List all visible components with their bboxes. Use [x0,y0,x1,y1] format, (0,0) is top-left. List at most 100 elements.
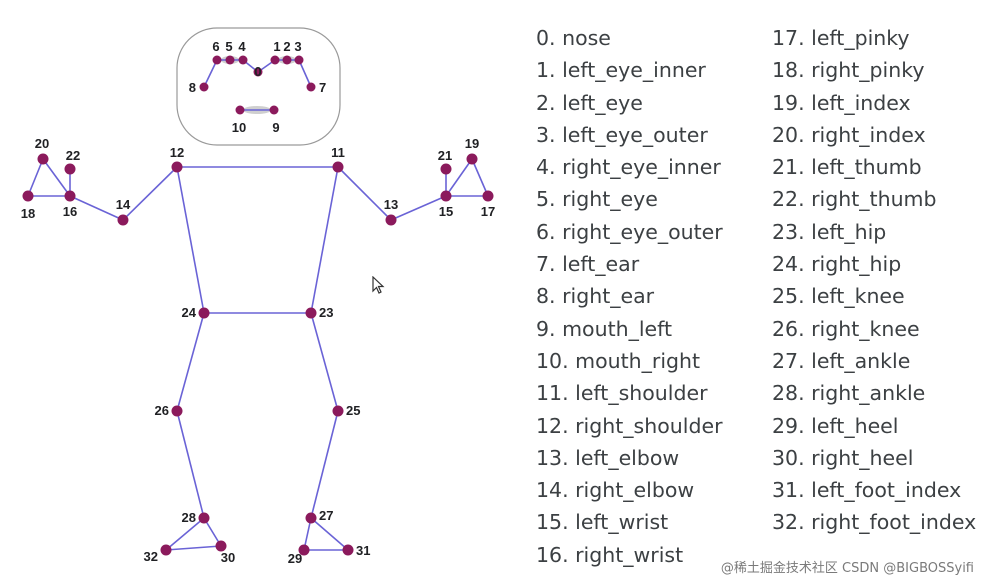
landmark-item: 17. left_pinky [772,26,910,50]
bone-connection [203,59,218,88]
keypoint-13 [385,214,397,226]
keypoint-19 [466,153,478,165]
keypoint-25 [332,405,344,417]
keypoint-label: 20 [35,136,49,151]
keypoint-label: 27 [319,508,333,523]
landmark-item: 2. left_eye [536,90,643,115]
keypoint-label: 23 [319,305,333,320]
keypoint-label: 5 [225,39,232,54]
keypoint-label: 22 [66,148,80,163]
landmark-item: 22. right_thumb [772,187,937,212]
watermark: @稀土掘金技术社区 CSDN @BIGBOSSyifi [720,561,974,576]
keypoint-8 [199,82,209,92]
keypoint-15 [440,190,452,202]
keypoint-4 [238,55,248,65]
keypoint-31 [342,544,354,556]
landmark-item: 8. right_ear [536,284,655,309]
keypoint-3 [294,55,304,65]
keypoint-label: 2 [283,39,290,54]
keypoint-0 [253,67,263,77]
keypoint-label: 28 [182,510,196,525]
keypoint-label: 8 [189,80,196,95]
keypoint-21 [440,163,452,175]
keypoint-11 [332,161,344,173]
bone-connection [42,158,71,197]
landmark-item: 29. left_heel [772,413,899,438]
keypoint-label: 9 [272,120,279,135]
keypoint-label: 10 [232,120,246,135]
keypoint-label: 7 [319,80,326,95]
keypoint-2 [282,55,292,65]
keypoint-label: 15 [439,204,453,219]
keypoint-label: 18 [21,206,35,221]
keypoint-10 [235,105,245,115]
keypoint-label: 13 [384,197,398,212]
keypoint-30 [215,540,227,552]
landmark-item: 14. right_elbow [536,478,695,503]
keypoint-label: 26 [155,403,169,418]
bone-connection [27,158,44,197]
landmark-item: 7. left_ear [536,252,640,277]
landmark-item: 15. left_wrist [536,510,669,535]
landmark-item: 11. left_shoulder [536,381,708,406]
keypoint-7 [306,82,316,92]
landmark-item: 18. right_pinky [772,58,925,83]
keypoint-18 [22,190,34,202]
keypoint-32 [160,544,172,556]
keypoint-label: 0 [254,64,261,79]
landmark-item: 23. left_hip [772,219,887,244]
bone-connection [310,312,339,412]
keypoint-17 [482,190,494,202]
landmark-item: 13. left_elbow [536,445,680,470]
keypoint-24 [198,307,210,319]
keypoint-label: 6 [212,39,219,54]
keypoint-label: 25 [346,403,360,418]
keypoint-1 [270,55,280,65]
landmark-item: 4. right_eye_inner [536,155,721,180]
keypoint-label: 14 [116,197,131,212]
landmark-item: 24. right_hip [772,252,902,277]
landmark-item: 10. mouth_right [536,348,701,373]
keypoint-14 [117,214,129,226]
bone-connection [337,166,392,221]
bone-connection [445,158,473,197]
keypoint-9 [269,105,279,115]
landmark-item: 3. left_eye_outer [536,122,708,147]
landmark-item: 25. left_knee [772,284,905,309]
landmark-item: 28. right_ankle [772,381,926,406]
landmark-item: 30. right_heel [772,445,914,470]
bone-connection [165,545,222,551]
landmark-list-left: 0. nose 1. left_eye_inner 2. left_eye 3. le… [536,22,723,571]
keypoint-22 [64,163,76,175]
landmark-item: 31. left_foot_index [772,478,962,503]
bone-connection [176,410,205,519]
landmark-item: 32. right_foot_index [772,510,977,535]
bone-connection [310,166,339,314]
keypoint-6 [212,55,222,65]
landmark-item: 16. right_wrist [536,542,684,567]
landmark-item: 1. left_eye_inner [536,58,706,83]
keypoint-label: 30 [221,550,235,565]
keypoint-26 [171,405,183,417]
bone-connection [69,195,124,221]
bone-connection [471,158,489,197]
landmark-item: 9. mouth_left [536,316,673,341]
keypoint-label: 24 [182,305,197,320]
keypoint-23 [305,307,317,319]
landmark-item: 21. left_thumb [772,155,922,180]
landmark-item: 6. right_eye_outer [536,219,723,244]
landmark-item: 27. left_ankle [772,348,911,373]
keypoint-label: 3 [294,39,301,54]
landmark-item: 12. right_shoulder [536,413,723,438]
keypoint-16 [64,190,76,202]
keypoint-label: 21 [438,148,452,163]
keypoint-label: 32 [144,549,158,564]
keypoint-5 [225,55,235,65]
landmark-item: 0. nose [536,26,611,50]
landmark-item: 20. right_index [772,122,926,147]
bone-connection [390,195,447,221]
mouse-pointer-icon [372,276,385,294]
bone-connection [298,59,312,88]
bone-connection [176,312,205,412]
